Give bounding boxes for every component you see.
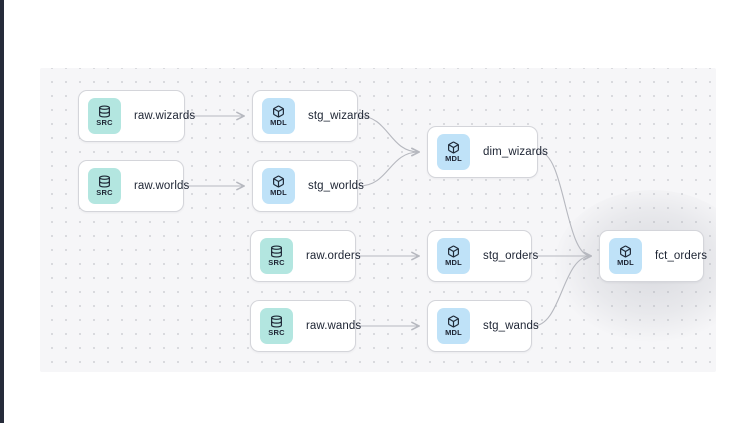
badge-type-label: SRC <box>268 328 285 338</box>
mdl-badge: MDL <box>437 134 470 170</box>
node-stg_worlds[interactable]: MDL stg_worlds <box>252 160 364 212</box>
src-badge: SRC <box>88 168 121 204</box>
node-label: stg_orders <box>483 250 539 262</box>
node-label: fct_orders <box>655 250 708 262</box>
node-label: stg_wizards <box>308 110 370 122</box>
mdl-badge: MDL <box>609 238 642 274</box>
badge-type-label: MDL <box>445 154 462 164</box>
badge-type-label: MDL <box>445 328 462 338</box>
cube-icon <box>272 175 285 188</box>
mdl-badge: MDL <box>437 238 470 274</box>
badge-type-label: MDL <box>445 258 462 268</box>
node-label: raw.worlds <box>134 180 190 192</box>
node-label: raw.wands <box>306 320 362 332</box>
node-raw.wizards[interactable]: SRC raw.wizards <box>78 90 195 142</box>
node-label: raw.orders <box>306 250 361 262</box>
node-label: stg_wands <box>483 320 539 332</box>
src-badge: SRC <box>260 238 293 274</box>
src-badge: SRC <box>88 98 121 134</box>
cube-icon <box>272 105 285 118</box>
node-raw.wands[interactable]: SRC raw.wands <box>250 300 361 352</box>
node-stg_orders[interactable]: MDL stg_orders <box>427 230 538 282</box>
badge-type-label: SRC <box>96 118 113 128</box>
node-label: dim_wizards <box>483 146 549 158</box>
node-stg_wizards[interactable]: MDL stg_wizards <box>252 90 370 142</box>
database-icon <box>270 245 283 258</box>
cube-icon <box>619 245 632 258</box>
node-stg_wands[interactable]: MDL stg_wands <box>427 300 539 352</box>
edge-stg_worlds-to-dim_wizards <box>358 152 419 187</box>
badge-type-label: MDL <box>270 188 287 198</box>
cube-icon <box>447 315 460 328</box>
lineage-canvas[interactable]: SRC raw.wizards MDL stg_wizards SRC raw.wor… <box>40 68 716 372</box>
mdl-badge: MDL <box>262 168 295 204</box>
badge-type-label: SRC <box>268 258 285 268</box>
database-icon <box>270 315 283 328</box>
mdl-badge: MDL <box>437 308 470 344</box>
database-icon <box>98 175 111 188</box>
cube-icon <box>447 141 460 154</box>
badge-type-label: SRC <box>96 188 113 198</box>
node-raw.orders[interactable]: SRC raw.orders <box>250 230 361 282</box>
database-icon <box>98 105 111 118</box>
window-edge-strip <box>0 0 4 423</box>
badge-type-label: MDL <box>617 258 634 268</box>
node-label: stg_worlds <box>308 180 364 192</box>
cube-icon <box>447 245 460 258</box>
node-raw.worlds[interactable]: SRC raw.worlds <box>78 160 189 212</box>
node-fct_orders[interactable]: MDL fct_orders <box>599 230 708 282</box>
mdl-badge: MDL <box>262 98 295 134</box>
node-dim_wizards[interactable]: MDL dim_wizards <box>427 126 548 178</box>
src-badge: SRC <box>260 308 293 344</box>
badge-type-label: MDL <box>270 118 287 128</box>
node-label: raw.wizards <box>134 110 196 122</box>
